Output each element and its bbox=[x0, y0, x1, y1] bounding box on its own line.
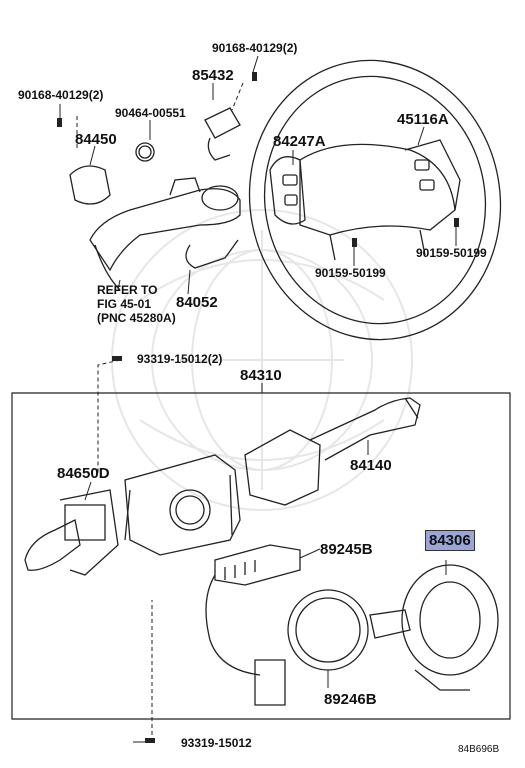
label-90159-right: 90159-50199 bbox=[416, 246, 487, 260]
label-89245b: 89245B bbox=[320, 541, 373, 558]
label-90159-mid: 90159-50199 bbox=[315, 266, 386, 280]
label-90168-top: 90168-40129(2) bbox=[212, 41, 298, 55]
combination-switch-parts bbox=[25, 398, 498, 705]
steering-wheel bbox=[228, 40, 523, 359]
label-84052: 84052 bbox=[176, 294, 218, 311]
label-89246b: 89246B bbox=[324, 691, 377, 708]
label-90464: 90464-00551 bbox=[115, 106, 186, 120]
column-upper-assembly bbox=[70, 108, 240, 290]
label-refer-to: REFER TO FIG 45-01 (PNC 45280A) bbox=[97, 283, 176, 325]
label-45116a: 45116A bbox=[397, 111, 449, 128]
bolt-icons bbox=[57, 72, 459, 743]
label-84310: 84310 bbox=[240, 367, 282, 384]
leader-lines bbox=[60, 56, 456, 742]
label-84247a: 84247A bbox=[273, 133, 326, 150]
combination-switch-frame bbox=[12, 393, 510, 719]
label-84306-highlighted: 84306 bbox=[425, 530, 475, 551]
label-90168-left: 90168-40129(2) bbox=[18, 88, 104, 102]
label-84140: 84140 bbox=[350, 457, 392, 474]
label-93319-bottom: 93319-15012 bbox=[181, 736, 252, 750]
label-93319-top: 93319-15012(2) bbox=[137, 352, 223, 366]
label-85432: 85432 bbox=[192, 67, 234, 84]
figure-code: 84B696B bbox=[458, 744, 500, 755]
watermark-emblem bbox=[112, 210, 412, 510]
label-84450: 84450 bbox=[75, 131, 117, 148]
label-84650d: 84650D bbox=[57, 465, 110, 482]
